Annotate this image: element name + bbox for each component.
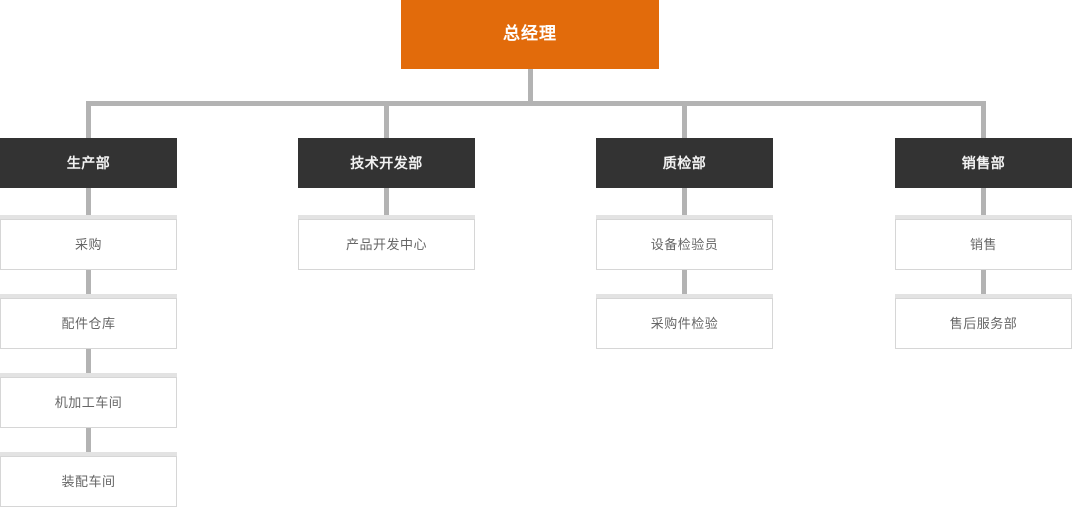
org-node-leaf-equipment-inspector-label: 设备检验员 — [650, 236, 719, 252]
connector-b1-to-c2 — [86, 270, 91, 298]
org-node-leaf-purchased-parts-inspection[interactable]: 采购件检验 — [596, 298, 773, 349]
leaf-shadow-b1-c4-top — [0, 452, 177, 456]
org-node-root-general-manager[interactable]: 总经理 — [401, 0, 659, 69]
connector-b1-to-c3 — [86, 349, 91, 377]
leaf-shadow-b1-c1-top — [0, 215, 177, 219]
org-node-leaf-machining-workshop[interactable]: 机加工车间 — [0, 377, 177, 428]
connector-root-stem — [528, 69, 533, 102]
org-node-leaf-assembly-workshop[interactable]: 装配车间 — [0, 456, 177, 507]
connector-drop-branch-1 — [86, 101, 91, 139]
connector-drop-branch-3 — [682, 101, 687, 139]
org-node-leaf-after-sales-service-label: 售后服务部 — [949, 315, 1018, 331]
org-node-leaf-product-development-center[interactable]: 产品开发中心 — [298, 219, 475, 270]
org-node-leaf-assembly-workshop-label: 装配车间 — [61, 473, 116, 489]
org-node-leaf-purchased-parts-inspection-label: 采购件检验 — [650, 315, 719, 331]
connector-b4-to-c1 — [981, 188, 986, 219]
org-node-leaf-machining-workshop-label: 机加工车间 — [54, 394, 123, 410]
org-node-leaf-procurement-label: 采购 — [74, 236, 102, 252]
org-node-dept-sales-label: 销售部 — [961, 154, 1006, 171]
leaf-shadow-b4-c2-top — [895, 294, 1072, 298]
org-node-leaf-sales[interactable]: 销售 — [895, 219, 1072, 270]
leaf-shadow-b3-c2-top — [596, 294, 773, 298]
leaf-shadow-b3-c1-top — [596, 215, 773, 219]
org-node-leaf-parts-warehouse-label: 配件仓库 — [61, 315, 116, 331]
org-node-dept-quality-inspection-label: 质检部 — [662, 154, 707, 171]
connector-drop-branch-2 — [384, 101, 389, 139]
org-node-leaf-sales-label: 销售 — [969, 236, 997, 252]
connector-b3-to-c1 — [682, 188, 687, 219]
connector-b2-to-c1 — [384, 188, 389, 219]
connector-b1-to-c1 — [86, 188, 91, 219]
org-node-dept-technology-development-label: 技术开发部 — [350, 154, 423, 171]
connector-b4-to-c2 — [981, 270, 986, 298]
org-node-leaf-equipment-inspector[interactable]: 设备检验员 — [596, 219, 773, 270]
leaf-shadow-b1-c3-top — [0, 373, 177, 377]
org-node-leaf-parts-warehouse[interactable]: 配件仓库 — [0, 298, 177, 349]
leaf-shadow-b2-c1-top — [298, 215, 475, 219]
org-node-dept-production[interactable]: 生产部 — [0, 138, 177, 188]
org-node-dept-sales[interactable]: 销售部 — [895, 138, 1072, 188]
leaf-shadow-b4-c1-top — [895, 215, 1072, 219]
org-node-dept-technology-development[interactable]: 技术开发部 — [298, 138, 475, 188]
org-node-dept-quality-inspection[interactable]: 质检部 — [596, 138, 773, 188]
connector-b1-to-c4 — [86, 428, 91, 456]
connector-b3-to-c2 — [682, 270, 687, 298]
org-node-dept-production-label: 生产部 — [66, 154, 111, 171]
connector-drop-branch-4 — [981, 101, 986, 139]
connector-main-bus — [86, 101, 986, 106]
org-node-leaf-after-sales-service[interactable]: 售后服务部 — [895, 298, 1072, 349]
org-node-leaf-product-development-center-label: 产品开发中心 — [345, 236, 427, 252]
leaf-shadow-b1-c2-top — [0, 294, 177, 298]
org-node-leaf-procurement[interactable]: 采购 — [0, 219, 177, 270]
org-node-root-label: 总经理 — [503, 24, 557, 44]
